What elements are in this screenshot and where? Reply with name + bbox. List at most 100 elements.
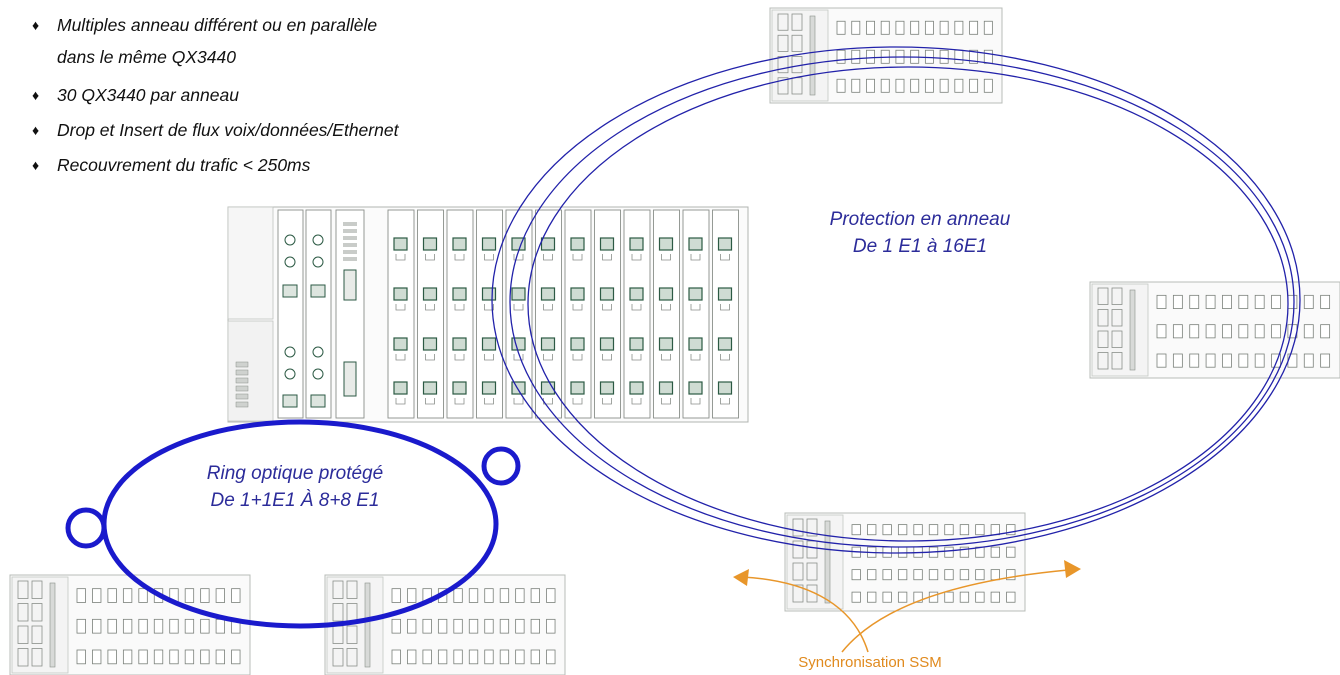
cable-hook bbox=[720, 398, 730, 405]
port-square bbox=[954, 20, 964, 35]
port-square bbox=[959, 569, 970, 581]
cable-hook bbox=[690, 304, 701, 311]
cable-hook bbox=[631, 398, 642, 405]
port-square bbox=[1320, 294, 1331, 309]
sync-arrow-right bbox=[841, 569, 1069, 653]
port-square bbox=[1189, 324, 1200, 339]
rj45-port bbox=[511, 337, 526, 351]
port-square bbox=[1172, 294, 1183, 309]
small-rack bbox=[9, 574, 251, 675]
port-square bbox=[836, 20, 846, 35]
cable-hook bbox=[690, 354, 701, 361]
port-square bbox=[215, 649, 225, 665]
rj45-port bbox=[393, 381, 408, 395]
port-square bbox=[851, 569, 861, 581]
led-row bbox=[343, 229, 357, 233]
controller-slot bbox=[1111, 287, 1123, 305]
optical-port bbox=[284, 234, 296, 246]
port-square bbox=[1006, 524, 1016, 536]
optical-ring-line1: Ring optique protégé bbox=[206, 463, 384, 484]
port-square bbox=[76, 649, 86, 665]
controller-slot bbox=[346, 625, 358, 644]
rj45-port bbox=[688, 337, 703, 351]
rj45-port bbox=[658, 381, 674, 395]
port-square bbox=[939, 78, 949, 93]
port-square bbox=[867, 591, 877, 603]
rj45-port bbox=[688, 287, 703, 301]
port-square bbox=[983, 20, 993, 35]
sync-arrow-left bbox=[741, 576, 869, 653]
port-square bbox=[184, 588, 195, 603]
port-square bbox=[138, 649, 148, 665]
cable-hook bbox=[513, 304, 524, 311]
cable-hook bbox=[425, 254, 435, 261]
vent-slot bbox=[235, 369, 249, 376]
controller-slot bbox=[791, 34, 803, 52]
controller-slot bbox=[1111, 330, 1123, 348]
diamond-bullet-icon: ♦ bbox=[32, 122, 40, 138]
controller-slot bbox=[1097, 287, 1109, 305]
rj45-port bbox=[422, 287, 438, 301]
port-square bbox=[836, 78, 846, 93]
port-square bbox=[882, 591, 892, 603]
port-square bbox=[924, 20, 934, 35]
port-square bbox=[1172, 353, 1183, 368]
port-square bbox=[897, 546, 908, 558]
port-square bbox=[969, 78, 979, 93]
controller-bar bbox=[1129, 289, 1136, 371]
port-square bbox=[1287, 353, 1298, 368]
main-chassis bbox=[227, 206, 749, 423]
port-square bbox=[975, 546, 985, 558]
cable-hook bbox=[690, 398, 701, 405]
rj45-port bbox=[599, 337, 615, 351]
port-square bbox=[975, 524, 985, 536]
controller-slot bbox=[31, 603, 43, 622]
port-square bbox=[499, 588, 510, 603]
port-square bbox=[546, 588, 556, 603]
rj45-port bbox=[599, 287, 615, 301]
cable-hook bbox=[425, 304, 435, 311]
port-square bbox=[969, 49, 979, 64]
port-square bbox=[851, 524, 861, 536]
optical-port bbox=[312, 256, 324, 268]
port-square bbox=[1205, 294, 1216, 309]
controller-slot bbox=[1097, 352, 1109, 370]
port-square bbox=[122, 649, 133, 665]
port-square bbox=[391, 618, 401, 634]
port-square bbox=[1271, 324, 1281, 339]
port-square bbox=[939, 49, 949, 64]
port-square bbox=[92, 649, 102, 665]
rj45-port bbox=[717, 381, 733, 395]
controller-slot bbox=[792, 584, 804, 603]
port-square bbox=[437, 618, 448, 634]
cable-hook bbox=[543, 354, 553, 361]
port-square bbox=[1254, 324, 1265, 339]
small-rack bbox=[769, 7, 1003, 104]
ring-line-inner bbox=[527, 66, 1289, 542]
db-connector bbox=[343, 269, 357, 301]
rj45-port bbox=[452, 381, 467, 395]
rj45-port bbox=[658, 287, 674, 301]
port-square bbox=[944, 591, 954, 603]
port-square bbox=[122, 588, 133, 603]
port-square bbox=[1303, 324, 1314, 339]
cable-hook bbox=[484, 254, 494, 261]
port-square bbox=[1287, 294, 1298, 309]
port-square bbox=[407, 618, 417, 634]
diamond-bullet-icon: ♦ bbox=[32, 17, 40, 33]
rack-controller bbox=[786, 514, 844, 610]
small-rack bbox=[1089, 281, 1340, 379]
rj45-port bbox=[688, 237, 703, 251]
cable-hook bbox=[602, 398, 612, 405]
rj45-port bbox=[422, 337, 438, 351]
controller-slot bbox=[1097, 330, 1109, 348]
vent-slot bbox=[235, 377, 249, 384]
cable-hook bbox=[661, 398, 671, 405]
rj45-port bbox=[393, 287, 408, 301]
diamond-bullet-icon: ♦ bbox=[32, 157, 40, 173]
port-square bbox=[990, 524, 1000, 536]
port-square bbox=[851, 49, 861, 64]
ring-line-middle bbox=[509, 56, 1295, 548]
controller-slot bbox=[346, 648, 358, 667]
controller-slot bbox=[346, 580, 358, 599]
